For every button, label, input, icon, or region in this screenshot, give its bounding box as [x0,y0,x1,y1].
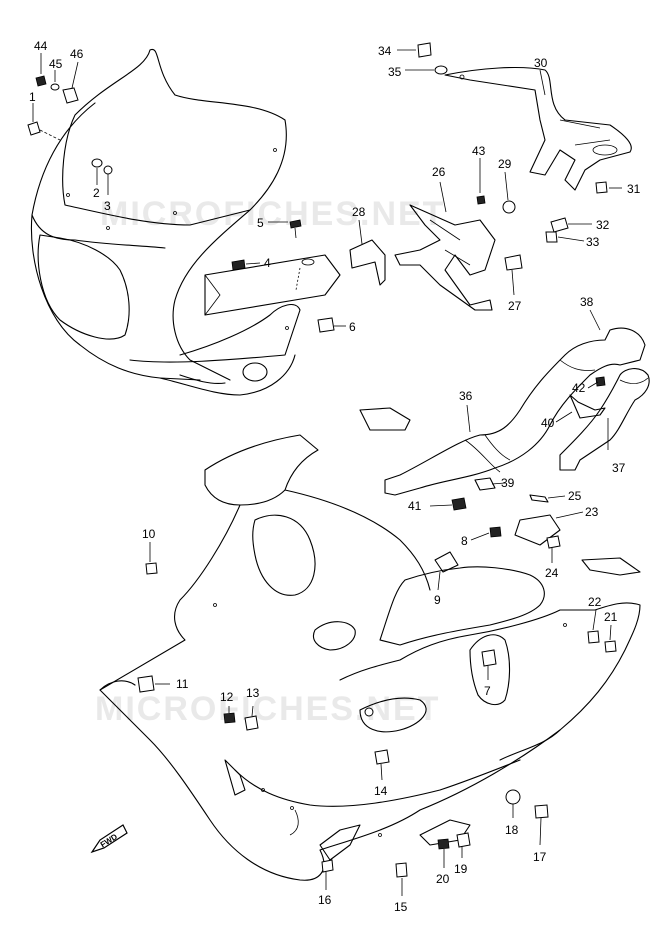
callout-2: 2 [93,186,100,200]
callout-27: 27 [508,299,522,313]
callout-45: 45 [49,57,63,71]
callout-3: 3 [104,199,111,213]
callout-42: 42 [572,381,586,395]
callout-15: 15 [394,900,408,914]
callout-13: 13 [246,686,260,700]
callout-28: 28 [352,205,366,219]
inner-bracket-plate [204,254,341,316]
callout-29: 29 [498,157,512,171]
callout-6: 6 [349,320,356,334]
callout-7: 7 [484,684,491,698]
callout-10: 10 [142,527,156,541]
callout-39: 39 [501,476,515,490]
cowling-brace [417,42,632,191]
forward-direction-badge: FWD [90,824,128,854]
callout-26: 26 [432,165,446,179]
callout-36: 36 [459,389,473,403]
callout-35: 35 [388,65,402,79]
callout-16: 16 [318,893,332,907]
callout-1: 1 [29,90,36,104]
callout-31: 31 [627,182,641,196]
callout-20: 20 [436,872,450,886]
callout-38: 38 [580,295,594,309]
callout-21: 21 [604,610,618,624]
headlight-bracket [349,181,608,311]
callout-9: 9 [434,593,441,607]
callout-14: 14 [374,784,388,798]
callout-11: 11 [176,677,189,691]
hardware-upper-left [27,75,335,333]
callout-32: 32 [596,218,610,232]
callout-30: 30 [534,56,548,70]
callout-23: 23 [585,505,599,519]
leader-lines [32,49,622,896]
callout-22: 22 [588,595,602,609]
upper-cowling [30,48,301,396]
lower-fairing [99,434,641,881]
callout-40: 40 [541,416,555,430]
callout-8: 8 [461,534,468,548]
watermark-bottom: MICROFICHES.NET [95,690,440,728]
callout-18: 18 [505,823,519,837]
callout-33: 33 [586,235,600,249]
hardware-lower [137,562,617,878]
callout-46: 46 [70,47,84,61]
callout-19: 19 [454,862,468,876]
callout-44: 44 [34,39,48,53]
callout-4: 4 [264,256,271,270]
watermark-top: MICROFICHES.NET [100,195,445,233]
callout-34: 34 [378,44,392,58]
callout-25: 25 [568,489,582,503]
callout-37: 37 [612,461,626,475]
callout-12: 12 [220,690,234,704]
callout-41: 41 [408,499,422,513]
callout-43: 43 [472,144,486,158]
callout-labels: 44 45 46 1 2 3 5 4 6 34 35 30 43 26 29 3… [29,39,641,914]
callout-17: 17 [533,850,547,864]
callout-5: 5 [257,216,264,230]
callout-24: 24 [545,566,559,580]
air-ducts [359,327,650,576]
